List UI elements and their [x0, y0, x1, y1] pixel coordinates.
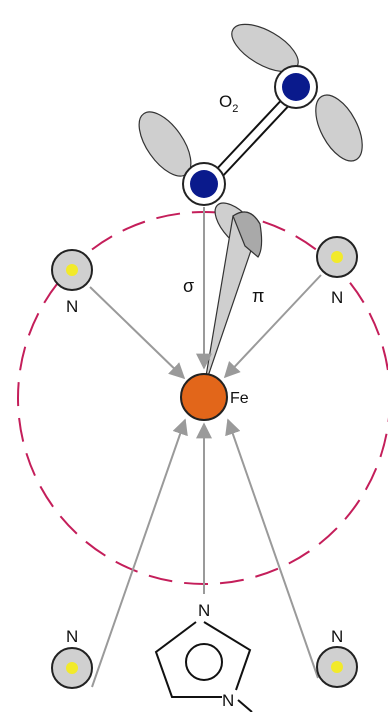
pi-overlap	[232, 211, 263, 258]
o2-label: O2	[219, 92, 238, 115]
imidazole-ring	[154, 621, 253, 713]
nitrogen-atom-bottom-left	[51, 647, 93, 689]
imidazole-methyl-bond	[237, 699, 253, 713]
nitrogen-atom-top-right	[316, 236, 358, 278]
imidazole-aromatic-circle	[185, 643, 223, 681]
n-label-imidazole-bottom: N	[222, 691, 234, 710]
o2-label-main: O	[219, 92, 232, 111]
nitrogen-atom-bottom-right	[316, 646, 358, 688]
nitrogen-atom-top-left	[51, 249, 93, 291]
coordination-arrows	[89, 207, 322, 688]
iron-atom	[180, 373, 228, 421]
o2-label-subscript: 2	[232, 103, 238, 115]
arrow-top-right	[223, 274, 322, 379]
arrow-bottom-right	[225, 418, 319, 679]
n-label-top-left: N	[66, 297, 78, 316]
n-label-bottom-left: N	[66, 627, 78, 646]
oxygen-atom-lower	[182, 162, 226, 206]
arrow-bottom-left	[91, 418, 188, 688]
imidazole-bonds	[154, 621, 252, 698]
o2-double-bond	[212, 92, 296, 180]
fe-label: Fe	[230, 390, 249, 407]
arrow-top-left	[89, 286, 186, 380]
orbital-lobe-right	[315, 94, 363, 162]
pi-label: π	[252, 286, 264, 306]
n-label-top-right: N	[331, 288, 343, 307]
pi-orbital	[203, 202, 263, 389]
n-label-imidazole-top: N	[198, 601, 210, 620]
o2-orbitals	[138, 23, 363, 177]
oxygen-atom-upper	[274, 65, 318, 109]
n-label-bottom-right: N	[331, 627, 343, 646]
sigma-label: σ	[183, 276, 194, 296]
